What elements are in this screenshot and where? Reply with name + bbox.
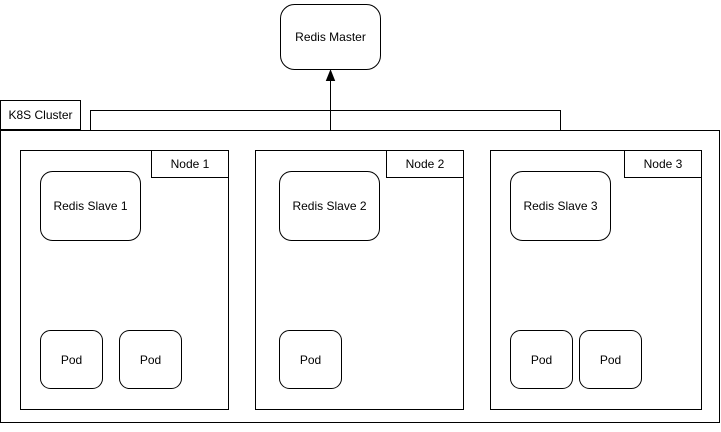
node-3-pod-1-label: Pod: [531, 353, 552, 367]
redis-master-box: [280, 4, 381, 70]
node-3-title-box: [624, 150, 702, 178]
redis-slave-1-box: [40, 171, 141, 241]
node-3-shape: Node 3 Redis Slave 3 Pod Pod: [490, 150, 702, 410]
node-1-pod-2-box: [119, 330, 182, 389]
node-3-label: Node 3: [644, 157, 683, 171]
node-3-pod-2-label: Pod: [600, 353, 621, 367]
node-1-pod-1-box: [40, 330, 103, 389]
k8s-cluster-title-box: [0, 100, 81, 130]
redis-master-shape: Redis Master: [280, 4, 381, 70]
node-2-label: Node 2: [406, 157, 445, 171]
node-2-pod-1-box: [279, 330, 342, 389]
redis-slave-1-label: Redis Slave 1: [53, 199, 127, 213]
node-1-shape: Node 1 Redis Slave 1 Pod Pod: [20, 150, 229, 410]
k8s-cluster-label: K8S Cluster: [8, 108, 72, 122]
redis-slave-3-label: Redis Slave 3: [523, 199, 597, 213]
redis-master-label: Redis Master: [295, 30, 366, 44]
node-1-pod-2-label: Pod: [140, 353, 161, 367]
node-3-pod-1-box: [510, 330, 573, 389]
node-2-shape: Node 2 Redis Slave 2 Pod: [255, 150, 464, 410]
redis-slave-2-label: Redis Slave 2: [292, 199, 366, 213]
node-2-title-box: [386, 150, 464, 178]
redis-slave-2-box: [279, 171, 380, 241]
redis-slave-3-box: [510, 171, 611, 241]
node-2-pod-1-label: Pod: [300, 353, 321, 367]
arrowhead-into-master-icon: [325, 69, 336, 81]
node-1-pod-1-label: Pod: [61, 353, 82, 367]
node-1-title-box: [151, 150, 229, 178]
node-3-pod-2-box: [579, 330, 642, 389]
node-1-label: Node 1: [171, 157, 210, 171]
